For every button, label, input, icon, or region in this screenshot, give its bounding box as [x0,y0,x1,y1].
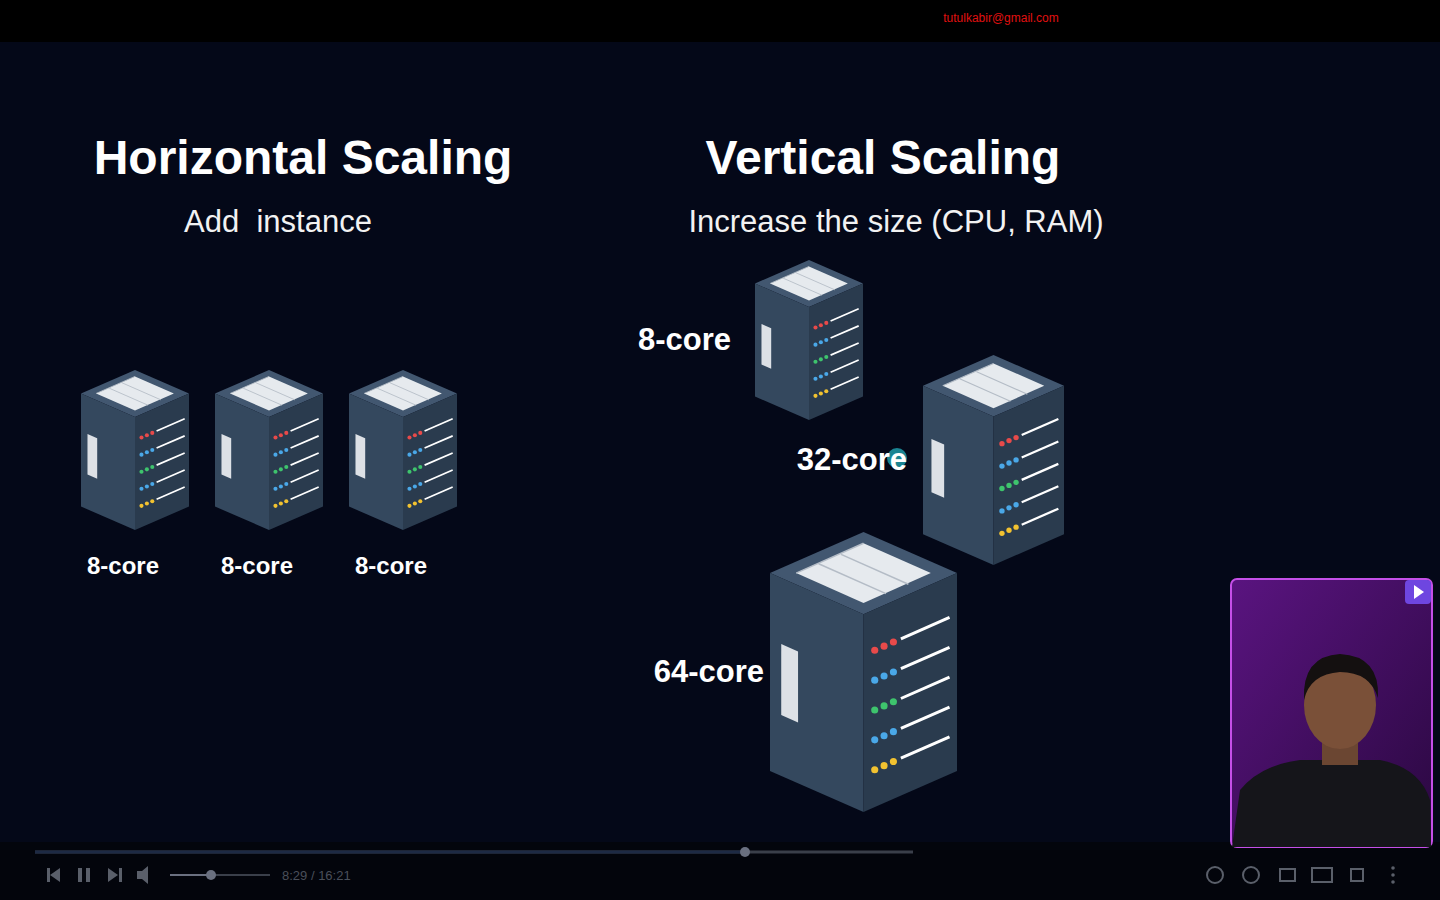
section-subtitle: Increase the size (CPU, RAM) [688,204,1103,240]
server-node: 8-core [349,370,457,530]
webcam-overlay [1231,579,1432,847]
watermark: tutulkabir@gmail.com [943,11,1059,25]
server-node: 8-core [215,370,323,530]
server-node: 8-core [755,260,863,420]
section-subtitle: Add instance [184,204,372,240]
control-bar [0,842,1440,900]
server-icon [755,260,863,420]
progress-track [35,851,913,854]
timestamp: 8:29 / 16:21 [282,868,351,883]
server-icon [215,370,323,530]
core-label: 8-core [355,552,427,580]
core-label: 8-core [87,552,159,580]
server-node: 8-core [81,370,189,530]
player-controls [47,866,1395,884]
server-node: 64-core [770,532,957,812]
core-label: 64-core [654,654,764,690]
server-icon [349,370,457,530]
progress-fill [35,851,745,854]
server-node: 32-core [923,355,1064,565]
section-title: Vertical Scaling [706,130,1061,185]
server-icon [770,532,957,812]
core-label: 32-core [797,442,907,478]
progress-knob [740,847,750,857]
core-label: 8-core [638,322,731,358]
core-label: 8-core [221,552,293,580]
server-icon [81,370,189,530]
section-title: Horizontal Scaling [94,130,513,185]
top-bar [0,0,1440,42]
server-icon [923,355,1064,565]
